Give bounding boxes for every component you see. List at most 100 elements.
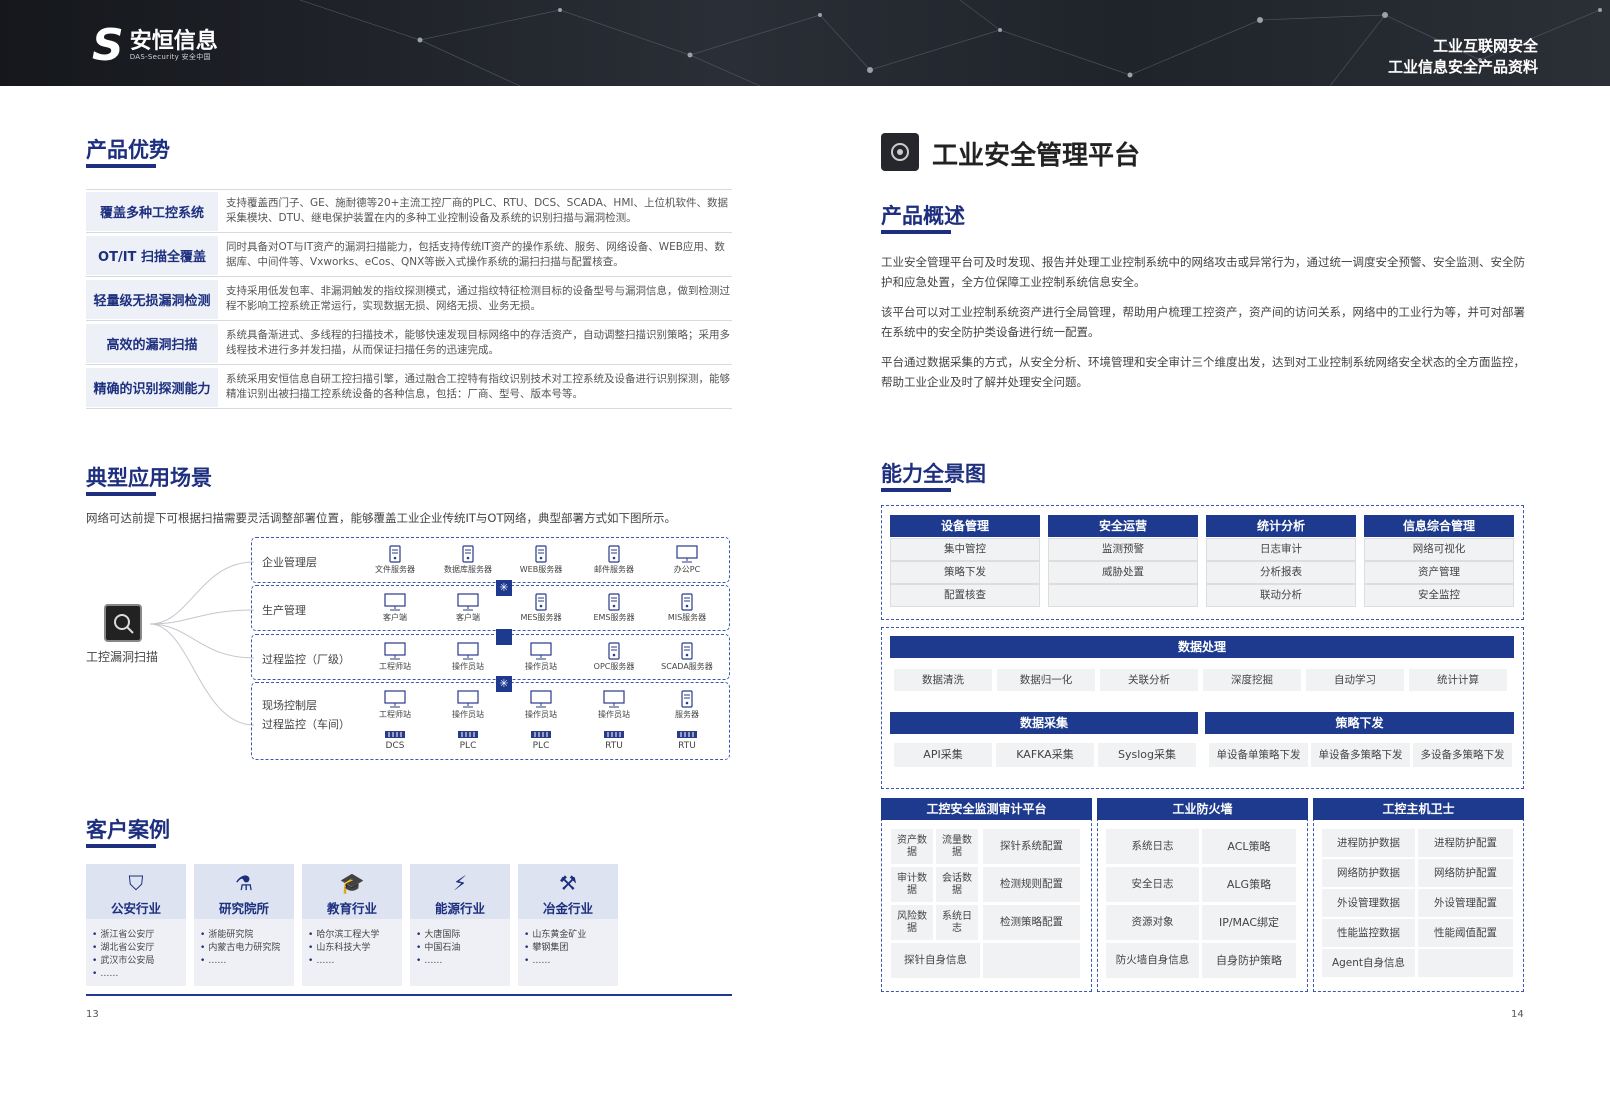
plc-icon (360, 729, 430, 741)
controller-label: PLC (532, 741, 550, 751)
capability-column-header: 统计分析 (1206, 515, 1356, 537)
plc-icon (433, 729, 503, 741)
title-underline (86, 492, 156, 496)
zone-label: 现场控制层 (262, 699, 317, 712)
advantages-title: 产品优势 (86, 138, 170, 162)
product-device-icon (881, 133, 919, 171)
firewall-policy-cell: ALG策略 (1201, 866, 1297, 903)
case-client: 湖北省公安厅 (92, 942, 154, 955)
controller-item: RTU (579, 729, 649, 752)
processing-cell: 深度挖掘 (1202, 668, 1302, 692)
capability-cell: 策略下发 (890, 561, 1040, 584)
device-item: OPC服务器 (579, 641, 649, 672)
server-icon (579, 641, 649, 661)
case-client: 哈尔滨工程大学 (308, 929, 379, 942)
case-name: 教育行业 (326, 901, 377, 916)
capability-cell: 网络可视化 (1364, 538, 1514, 561)
overview-title: 产品概述 (881, 204, 965, 228)
case-client: 内蒙古电力研究院 (200, 942, 280, 955)
capability-cell: 配置核查 (890, 584, 1040, 607)
case-client-list: 浙能研究院内蒙古电力研究院…… (200, 929, 280, 968)
capability-column-header: 设备管理 (890, 515, 1040, 537)
graduation-cap-icon: 🎓 (339, 871, 365, 895)
device-item: SCADA服务器 (652, 641, 722, 672)
scenario-desc: 网络可达前提下可根据扫描需要灵活调整部署位置，能够覆盖工业企业传统IT与OT网络… (86, 511, 676, 525)
server-icon (579, 592, 649, 612)
audit-data-cell: 会话数据 (935, 866, 979, 903)
processing-cell: 自动学习 (1305, 668, 1405, 692)
host-config-cell: 网络防护配置 (1417, 858, 1514, 888)
network-pattern (299, 0, 1602, 86)
zone-label: 过程监控（厂级） (262, 653, 350, 666)
capability-cell: 安全监控 (1364, 584, 1514, 607)
capability-cell: 分析报表 (1206, 561, 1356, 584)
device-label: 操作员站 (452, 662, 484, 671)
server-icon (360, 544, 430, 564)
scanner-label: 工控漏洞扫描 (86, 650, 159, 664)
host-config-cell: 性能阈值配置 (1417, 918, 1514, 948)
device-label: SCADA服务器 (661, 662, 713, 671)
audit-data-cell: 系统日志 (935, 904, 979, 941)
policy-cell: 多设备多策略下发 (1412, 742, 1513, 768)
page-number-left: 13 (86, 1009, 99, 1020)
device-label: 客户端 (383, 613, 407, 622)
advantage-text: 支持覆盖西门子、GE、施耐德等20+主流工控厂商的PLC、RTU、DCS、SCA… (226, 197, 728, 224)
capability-cell: 监测预警 (1048, 538, 1198, 561)
audit-self-cell: 探针自身信息 (890, 942, 981, 979)
advantage-text: 支持采用低发包率、非漏洞触发的指纹探测模式，通过指纹特征检测目标的设备型号与漏洞… (226, 285, 730, 312)
device-item: 客户端 (360, 592, 430, 623)
host-data-cell: 进程防护数据 (1321, 828, 1416, 858)
server-icon (652, 641, 722, 661)
firewall-policy-cell: IP/MAC绑定 (1201, 904, 1297, 941)
advantage-label: 覆盖多种工控系统 (86, 191, 218, 231)
device-item: 服务器 (652, 689, 722, 720)
plc-icon (652, 729, 722, 741)
logo-subtitle: DAS-Security 安全中国 (129, 52, 211, 61)
capability-column-header: 信息综合管理 (1364, 515, 1514, 537)
case-client: 攀钢集团 (524, 942, 586, 955)
audit-config-cell: 检测策略配置 (982, 904, 1081, 941)
computer-icon (433, 641, 503, 661)
server-icon (579, 544, 649, 564)
server-icon (506, 544, 576, 564)
device-label: 操作员站 (525, 710, 557, 719)
case-client-list: 浙江省公安厅湖北省公安厅武汉市公安局…… (92, 929, 154, 981)
header-titles: 工业互联网安全 工业信息安全产品资料 (1388, 36, 1538, 78)
host-data-cell: 外设管理数据 (1321, 888, 1416, 918)
connector-lines (150, 561, 255, 726)
advantage-row: 轻量级无损漏洞检测支持采用低发包率、非漏洞触发的指纹探测模式，通过指纹特征检测目… (86, 278, 732, 321)
plc-icon (579, 729, 649, 741)
section-header: 工业防火墙 (1097, 798, 1308, 820)
device-item: WEB服务器 (506, 544, 576, 575)
audit-data-cell: 风险数据 (890, 904, 934, 941)
computer-icon (433, 592, 503, 612)
case-client: 武汉市公安局 (92, 955, 154, 968)
advantage-text: 同时具备对OT与IT资产的漏洞扫描能力，包括支持传统IT资产的操作系统、服务、网… (226, 241, 725, 268)
case-client-list: 山东黄金矿业攀钢集团…… (524, 929, 586, 968)
case-card: 🎓教育行业哈尔滨工程大学山东科技大学…… (302, 864, 402, 986)
device-item: 操作员站 (506, 641, 576, 672)
case-header: 🎓 教育行业 (302, 864, 402, 919)
case-name: 冶金行业 (542, 901, 593, 916)
gateway-icon: ✳ (496, 676, 512, 692)
case-name: 能源行业 (434, 901, 485, 916)
device-item: 工程师站 (360, 689, 430, 720)
zone-label: 企业管理层 (262, 556, 317, 569)
advantage-row: 精确的识别探测能力系统采用安恒信息自研工控扫描引擎，通过融合工控特有指纹识别技术… (86, 366, 732, 409)
device-item: 文件服务器 (360, 544, 430, 575)
controller-item: DCS (360, 729, 430, 752)
server-icon (433, 544, 503, 564)
capability-cell: 日志审计 (1206, 538, 1356, 561)
gateway-icon: ✳ (496, 580, 512, 596)
device-label: 工程师站 (379, 662, 411, 671)
overview-paragraph: 该平台可以对工业控制系统资产进行全局管理，帮助用户梳理工控资产，资产间的访问关系… (881, 305, 1525, 339)
advantage-text: 系统采用安恒信息自研工控扫描引擎，通过融合工控特有指纹识别技术对工控系统及设备进… (226, 373, 730, 400)
device-item: 邮件服务器 (579, 544, 649, 575)
case-client: …… (92, 968, 154, 981)
computer-icon (506, 641, 576, 661)
case-client: 浙能研究院 (200, 929, 280, 942)
device-item: 操作员站 (433, 641, 503, 672)
